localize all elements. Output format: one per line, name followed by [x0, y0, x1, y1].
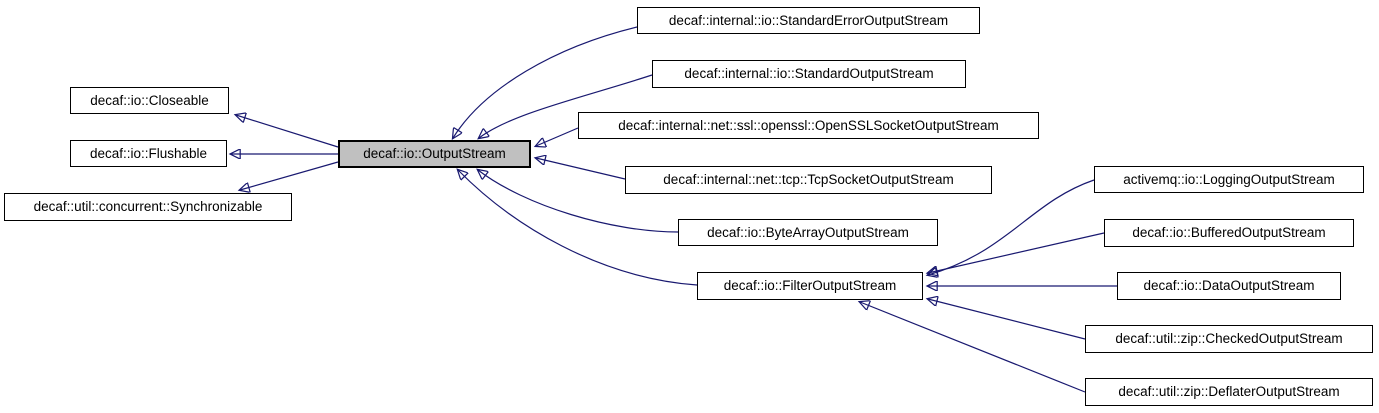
class-node-filter-output-stream[interactable]: decaf::io::FilterOutputStream: [697, 272, 923, 300]
class-node-standard-output-stream[interactable]: decaf::internal::io::StandardOutputStrea…: [652, 60, 966, 88]
edge-bytearray-to-outputstream: [478, 170, 679, 233]
class-node-buffered-output-stream[interactable]: decaf::io::BufferedOutputStream: [1104, 219, 1354, 247]
edge-tcpsocket-to-outputstream: [536, 158, 626, 180]
class-node-checked-output-stream[interactable]: decaf::util::zip::CheckedOutputStream: [1085, 325, 1373, 353]
class-node-openssl-socket-output-stream[interactable]: decaf::internal::net::ssl::openssl::Open…: [578, 112, 1039, 139]
edge-outputstream-to-synchronizable: [240, 161, 339, 190]
edge-deflater-to-filter: [860, 302, 1086, 393]
edge-stderr-to-outputstream: [453, 26, 638, 138]
class-node-logging-output-stream[interactable]: activemq::io::LoggingOutputStream: [1094, 166, 1364, 193]
edge-filter-to-outputstream: [458, 170, 698, 286]
class-node-flushable[interactable]: decaf::io::Flushable: [70, 140, 227, 167]
class-node-data-output-stream[interactable]: decaf::io::DataOutputStream: [1117, 272, 1341, 300]
class-node-byte-array-output-stream[interactable]: decaf::io::ByteArrayOutputStream: [678, 219, 938, 246]
edge-openssl-to-outputstream: [536, 127, 579, 146]
class-node-tcp-socket-output-stream[interactable]: decaf::internal::net::tcp::TcpSocketOutp…: [625, 166, 992, 194]
edge-outputstream-to-closeable: [236, 115, 339, 148]
class-node-deflater-output-stream[interactable]: decaf::util::zip::DeflaterOutputStream: [1085, 378, 1373, 406]
edge-logging-to-filter: [928, 179, 1095, 275]
class-node-standard-error-output-stream[interactable]: decaf::internal::io::StandardErrorOutput…: [637, 7, 980, 34]
edge-stdout-to-outputstream: [479, 74, 653, 138]
edge-checked-to-filter: [928, 299, 1086, 340]
class-node-closeable[interactable]: decaf::io::Closeable: [70, 87, 229, 114]
edge-buffered-to-filter: [928, 232, 1105, 273]
class-node-outputstream-current: decaf::io::OutputStream: [338, 140, 531, 168]
class-node-synchronizable[interactable]: decaf::util::concurrent::Synchronizable: [4, 193, 292, 221]
